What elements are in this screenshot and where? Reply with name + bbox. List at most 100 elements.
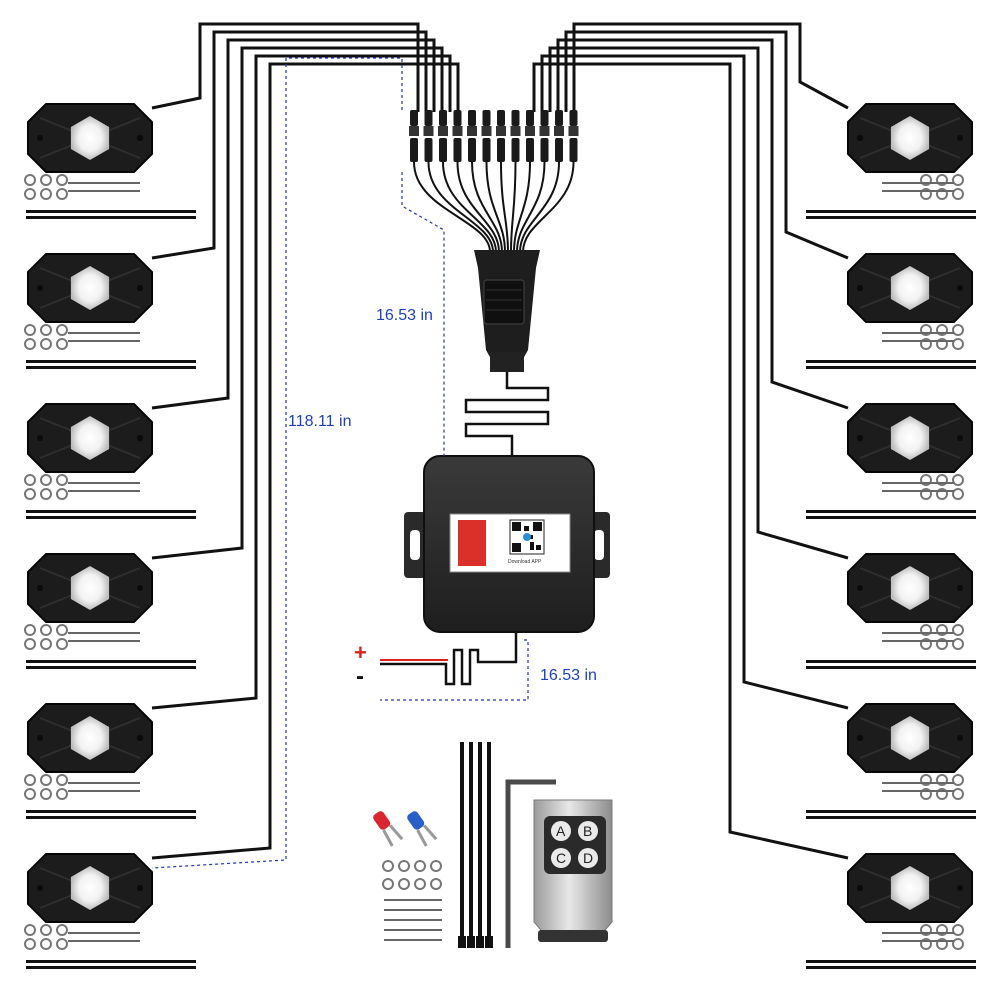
washer [952,324,964,336]
connector-upper [424,110,433,126]
pod-screw-hole [137,735,143,741]
connector-ring [467,126,477,136]
connector-lower [497,138,505,162]
cable-tie [26,516,196,519]
rock-light-pods [24,103,976,969]
fan-wire [456,161,500,253]
connector-ring [539,126,550,136]
remote-button-b[interactable] [578,821,598,841]
connector-upper [453,110,462,126]
left-wire [151,46,444,560]
pod-lens [890,416,930,460]
left-pod-hardware [24,624,196,669]
washer [952,338,964,350]
pod-lens [890,116,930,160]
washer [24,624,36,636]
connector-lower [555,138,563,162]
connector-ring [568,126,579,136]
left-pod [27,403,153,473]
washer [56,774,68,786]
connector-upper [439,110,447,126]
washer [40,938,52,950]
accessory-kit: A B C D [373,742,613,948]
left-pod [27,703,153,773]
right-wire [540,54,849,710]
right-wire [564,30,849,260]
cable-tie [26,216,196,219]
cable-tie [806,216,976,219]
right-pod [847,703,973,773]
cable-tie [806,510,976,513]
washer [56,638,68,650]
connector-upper [526,110,534,126]
harness-cable [464,372,550,458]
connector-ring [496,126,506,136]
right-pod [847,853,973,923]
fan-wire [510,161,517,253]
kit-washer [414,878,426,890]
pod-screw-hole [37,885,43,891]
cable-tie [806,966,976,969]
connector-ring [438,126,448,136]
kit-hex-key [505,779,556,948]
remote-button-a[interactable] [551,821,571,841]
right-pod-hardware [806,774,976,819]
connector-lower [424,138,433,162]
remote-label-a: A [556,823,566,839]
left-wire [151,22,420,112]
connector-upper [482,110,491,126]
left-wire [151,30,428,260]
remote-control: A B C D [533,799,613,942]
washer [952,474,964,486]
cable-tie [806,516,976,519]
harness-plug [474,250,540,372]
kit-washer [382,860,394,872]
extension-length-label: 118.11 in [288,413,351,430]
connector-lower [569,138,578,162]
kit-cable-ties [458,742,493,948]
pod-screw-hole [137,885,143,891]
left-pod-hardware [24,924,196,969]
pod-screw-hole [37,285,43,291]
connector-ring [452,126,463,136]
remote-button-c[interactable] [551,848,571,868]
cable-tie [806,816,976,819]
washer [56,938,68,950]
right-pod [847,553,973,623]
kit-washer [414,860,426,872]
washer [40,324,52,336]
pod-lens [890,266,930,310]
pod-screw-hole [957,135,963,141]
washer [56,624,68,636]
washer [40,774,52,786]
cable-tie [26,966,196,969]
cable-tie [26,510,196,513]
cable-tie [806,660,976,663]
pod-lens [70,566,110,610]
left-pod-hardware [24,474,196,519]
connector-ring [525,126,535,136]
connector-upper [511,110,520,126]
fan-wire [500,161,509,253]
washer [952,788,964,800]
washer [40,924,52,936]
fan-wire [471,161,503,253]
connector-upper [540,110,549,126]
right-pod [847,403,973,473]
pod-screw-hole [957,285,963,291]
washer [40,474,52,486]
cable-tie [26,210,196,213]
remote-button-d[interactable] [578,848,598,868]
pod-lens [70,416,110,460]
washer [952,774,964,786]
connector-ring [423,126,434,136]
left-wire [151,54,452,710]
connector-strip [409,110,579,162]
kit-washer [430,860,442,872]
washer [24,788,36,800]
pod-screw-hole [857,735,863,741]
kit-washer [398,878,410,890]
connector-lower [511,138,520,162]
